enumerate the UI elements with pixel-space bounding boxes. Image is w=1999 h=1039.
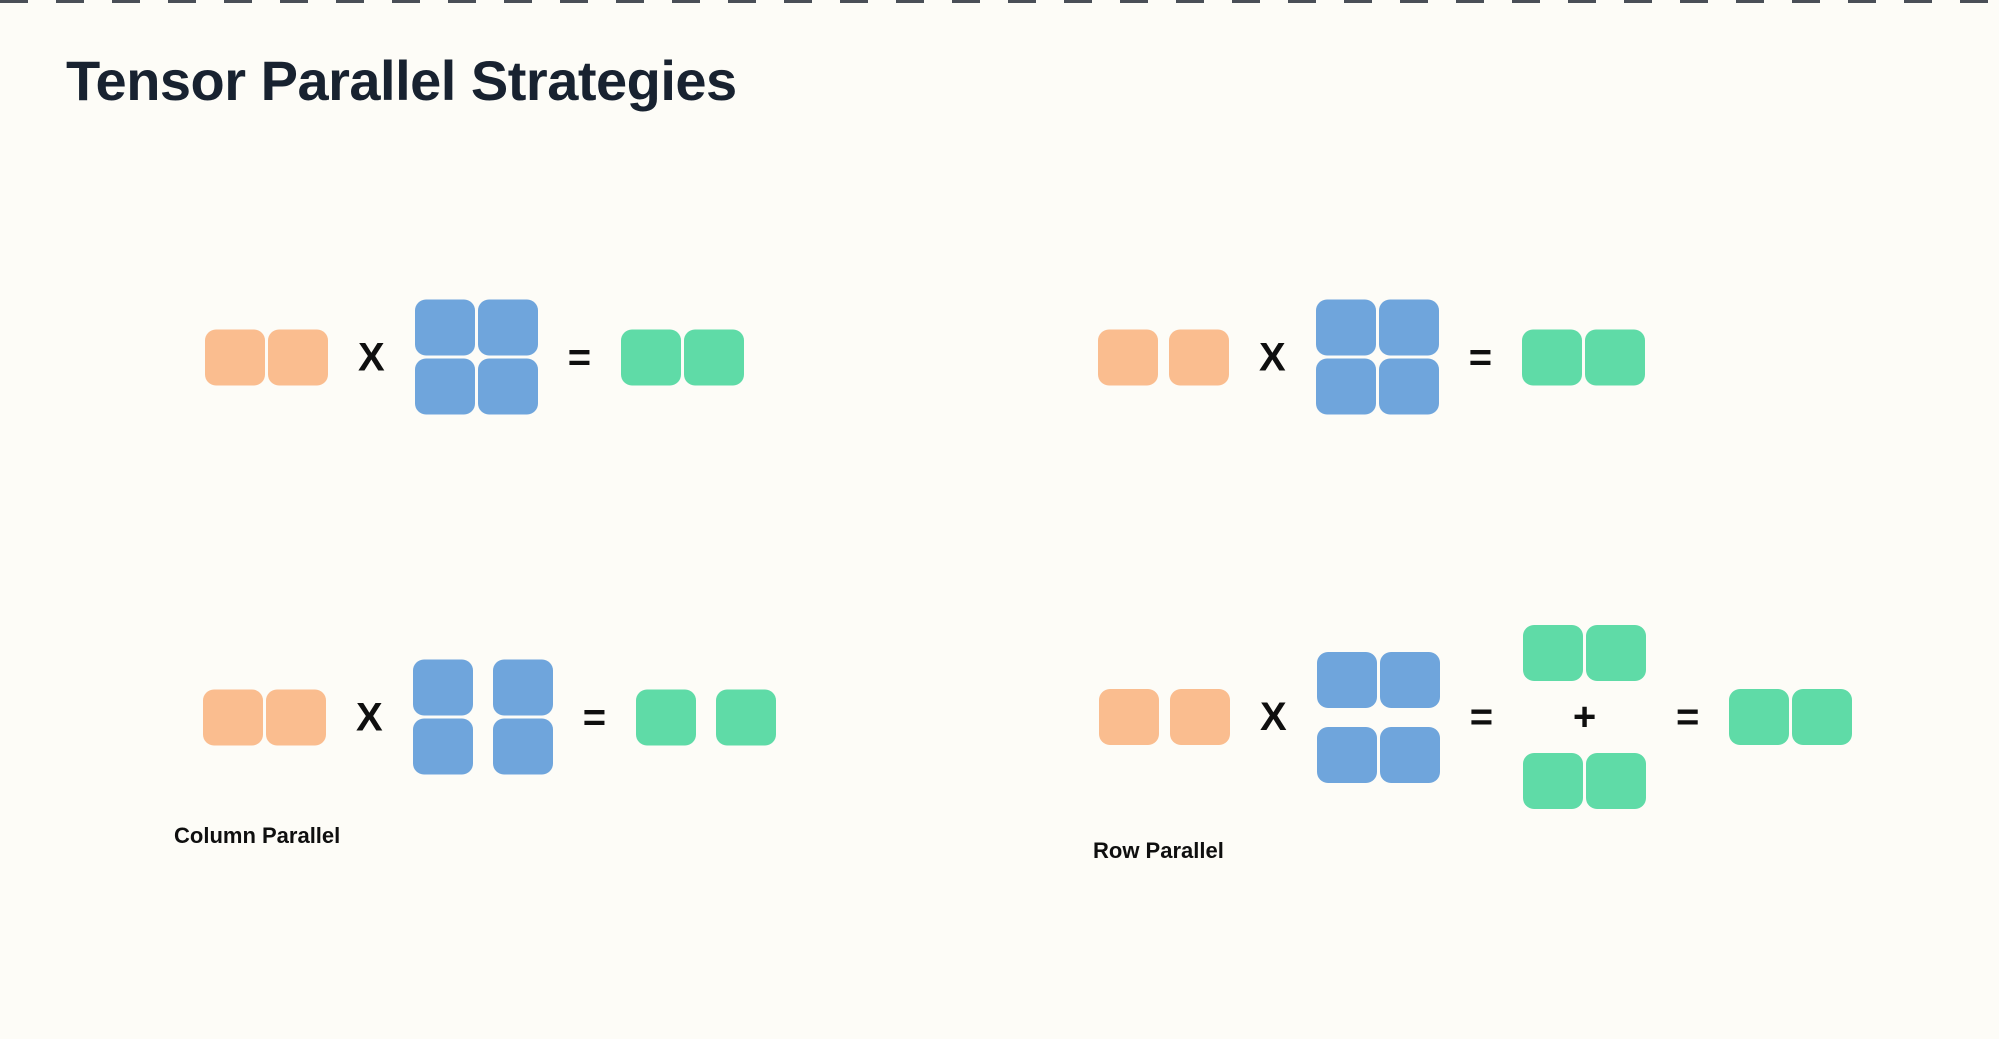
output-block: [1523, 625, 1584, 681]
multiply-operator: X: [1260, 695, 1287, 739]
top-dashed-border: [0, 0, 1999, 3]
weight-block: [414, 358, 475, 415]
weight-block: [1316, 726, 1377, 783]
weight-block: [492, 659, 553, 716]
output-block: [1522, 329, 1583, 385]
output-block: [684, 329, 745, 385]
output-matrix: [1523, 753, 1647, 809]
weight-matrix: [412, 659, 553, 775]
input-block: [1169, 329, 1229, 385]
output-block: [1729, 689, 1790, 745]
weight-matrix: [1315, 299, 1439, 415]
output-block: [1792, 689, 1853, 745]
input-block: [203, 689, 263, 745]
output-block: [621, 329, 682, 385]
equals-operator: =: [1468, 335, 1493, 379]
input-matrix: [205, 329, 328, 385]
output-matrix: [1729, 689, 1853, 745]
partial-sum-stack: +: [1523, 625, 1647, 809]
column-parallel-label: Column Parallel: [174, 823, 341, 848]
equals-operator: =: [582, 695, 607, 739]
output-block: [636, 689, 697, 745]
multiply-operator: X: [358, 335, 385, 379]
input-block: [1098, 329, 1158, 385]
weight-matrix: [414, 299, 538, 415]
input-block: [1170, 689, 1230, 745]
multiply-operator: X: [356, 695, 383, 739]
full-multiply-top-left-diagram: X=: [205, 299, 745, 415]
column-parallel-diagram: X=: [203, 659, 777, 775]
output-block: [716, 689, 777, 745]
weight-matrix: [1316, 651, 1440, 783]
row-parallel-diagram: X = + =: [1099, 625, 1853, 809]
output-matrix: [621, 329, 745, 385]
weight-block: [412, 659, 473, 716]
equals-operator: =: [567, 335, 592, 379]
page-title: Tensor Parallel Strategies: [66, 49, 737, 112]
input-block: [205, 329, 265, 385]
output-block: [1586, 625, 1647, 681]
output-block: [1586, 753, 1647, 809]
full-multiply-top-right-diagram: X=: [1098, 299, 1646, 415]
equals-operator: =: [1676, 695, 1700, 739]
equals-operator: =: [1469, 695, 1494, 739]
weight-block: [1315, 299, 1376, 356]
output-matrix: [636, 689, 777, 745]
output-matrix: [1523, 625, 1647, 681]
output-block: [1523, 753, 1584, 809]
weight-block: [492, 718, 553, 775]
input-matrix: [203, 689, 326, 745]
input-matrix: [1098, 329, 1229, 385]
weight-block: [414, 299, 475, 356]
weight-block: [1316, 651, 1377, 708]
multiply-operator: X: [1259, 335, 1286, 379]
input-matrix: [1099, 689, 1230, 745]
output-block: [1585, 329, 1646, 385]
weight-block: [1379, 651, 1440, 708]
weight-block: [477, 299, 538, 356]
weight-block: [477, 358, 538, 415]
weight-block: [1378, 358, 1439, 415]
weight-block: [1315, 358, 1376, 415]
output-matrix: [1522, 329, 1646, 385]
weight-block: [1379, 726, 1440, 783]
weight-block: [1378, 299, 1439, 356]
plus-operator: +: [1572, 695, 1597, 739]
row-parallel-label: Row Parallel: [1093, 838, 1224, 863]
input-block: [266, 689, 326, 745]
input-block: [1099, 689, 1159, 745]
input-block: [268, 329, 328, 385]
weight-block: [412, 718, 473, 775]
